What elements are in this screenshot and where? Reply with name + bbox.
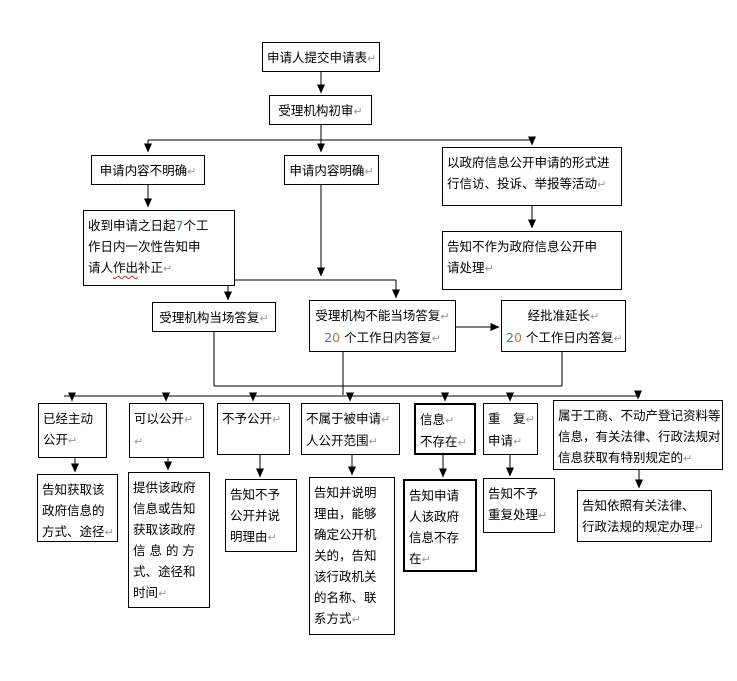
pilcrow-mark: ↵ <box>457 436 467 449</box>
pilcrow-mark: ↵ <box>484 262 494 275</box>
flow-box-initial-review: 受理机构初审↵ <box>269 95 372 125</box>
flow-box-tell-way-channel-text-0: 告知获取该政府信息的方式、途径↵ <box>42 482 114 539</box>
connector-clear-branch <box>224 185 400 301</box>
flow-box-provide-or-tell: 提供该政府信息或告知获取该政府信 息 的 方式、途径和时间↵ <box>128 472 210 608</box>
flow-box-repeat-request: 重 复↵ 申请↵ <box>483 403 538 455</box>
connector-bus-fan-arrows <box>68 390 642 402</box>
flow-box-approved-extend-20-days: 经批准延长↵ 20 个工作日内答复↵ <box>501 300 626 352</box>
pilcrow-mark: ↵ <box>68 434 78 447</box>
pilcrow-mark: ↵ <box>694 521 704 534</box>
pilcrow-mark: ↵ <box>367 52 377 65</box>
flow-box-reply-on-spot-text-0: 受理机构当场答复↵ <box>159 310 269 325</box>
pilcrow-mark: ↵ <box>364 165 374 178</box>
flow-box-tell-reason-and-organ: 告知并说明理由，能够确定公开机关的，告知该行政机关的名称、联系方式↵ <box>309 477 395 635</box>
flow-box-info-not-exist-text-1: 不存在↵ <box>420 434 467 449</box>
flow-box-content-clear-text-0: 申请内容明确↵ <box>289 163 374 178</box>
flow-box-tell-info-not-exist-text-0: 告知申请人该政府信息不存在↵ <box>409 488 460 566</box>
flow-box-tell-way-channel: 告知获取该政府信息的方式、途径↵ <box>37 474 118 542</box>
pilcrow-mark: ↵ <box>597 178 607 191</box>
pilcrow-mark: ↵ <box>440 310 450 323</box>
pilcrow-mark: ↵ <box>431 332 441 345</box>
flow-box-tell-no-repeat-handle: 告知不予重复处理↵ <box>483 478 555 533</box>
misspell-underline: 作出 <box>113 260 139 275</box>
flow-box-already-public: 已经主动公开↵ <box>38 403 107 458</box>
pilcrow-mark: ↵ <box>158 587 168 600</box>
flow-box-content-unclear: 申请内容不明确↵ <box>91 155 205 185</box>
pilcrow-mark: ↵ <box>513 435 523 448</box>
flow-box-repeat-request-text-1: 申请↵ <box>488 433 523 448</box>
flow-box-can-disclose-text-1: ↵ <box>134 430 199 452</box>
flow-box-not-treated-as-request: 告知不作为政府信息公开申请处理↵ <box>442 231 622 290</box>
flow-box-tell-reason-and-organ-text-0: 告知并说明理由，能够确定公开机关的，告知该行政机关的名称、联系方式↵ <box>314 485 377 626</box>
flow-box-can-disclose: 可以公开↵↵ <box>129 403 204 458</box>
pilcrow-mark: ↵ <box>613 332 623 345</box>
connector-review-branch <box>144 125 536 153</box>
flow-box-submit-application-text-0: 申请人提交申请表↵ <box>267 50 377 65</box>
pilcrow-mark: ↵ <box>525 413 535 426</box>
flow-box-approved-extend-20-days-text-1: 20 个工作日内答复↵ <box>506 330 623 345</box>
flow-box-tell-handle-by-law: 告知依照有关法律、行政法规的规定办理↵ <box>577 490 712 542</box>
flow-box-already-public-text-0: 已经主动公开↵ <box>43 411 94 447</box>
pilcrow-mark: ↵ <box>538 509 548 522</box>
flow-box-not-in-scope-text-0: 不属于被申请↵ <box>306 411 391 426</box>
pilcrow-mark: ↵ <box>134 435 144 448</box>
flow-box-tell-no-disclose-reason: 告知不予公开并说明理由↵ <box>225 479 297 552</box>
flow-box-no-disclose: 不予公开↵ <box>217 403 290 455</box>
flow-box-repeat-request-text-0: 重 复↵ <box>488 411 535 426</box>
flow-box-tell-handle-by-law-text-0: 告知依照有关法律、行政法规的规定办理↵ <box>582 498 704 534</box>
flow-box-tell-no-repeat-handle-text-0: 告知不予重复处理↵ <box>488 486 548 522</box>
flow-box-cannot-reply-20-days-text-1: 20 个工作日内答复↵ <box>324 330 441 345</box>
flow-box-cannot-reply-20-days: 受理机构不能当场答复↵ 20 个工作日内答复↵ <box>309 300 456 352</box>
flow-box-tell-no-disclose-reason-text-0: 告知不予公开并说明理由↵ <box>230 487 281 544</box>
flow-box-can-disclose-text-0: 可以公开↵ <box>134 411 194 426</box>
pilcrow-mark: ↵ <box>381 413 391 426</box>
pilcrow-mark: ↵ <box>272 413 282 426</box>
flow-box-provide-or-tell-text-0: 提供该政府信息或告知获取该政府信 息 的 方式、途径和时间↵ <box>133 480 196 600</box>
flow-box-notify-correction-text-0: 收到申请之日起7个工作日内一次性告知申请人作出补正↵ <box>88 218 209 275</box>
flow-box-not-in-scope: 不属于被申请↵ 人公开范围↵ <box>301 403 400 455</box>
pilcrow-mark: ↵ <box>184 413 194 426</box>
pilcrow-mark: ↵ <box>368 435 378 448</box>
flow-box-info-not-exist: 信息↵ 不存在↵ <box>414 403 476 455</box>
flow-box-special-regulation: 属于工商、不动产登记资料等信息，有关法律、行政法规对信息获取有特别规定的↵ <box>553 400 723 470</box>
flow-box-not-treated-as-request-text-0: 告知不作为政府信息公开申请处理↵ <box>447 239 598 275</box>
pilcrow-mark: ↵ <box>351 613 361 626</box>
pilcrow-mark: ↵ <box>590 310 600 323</box>
pilcrow-mark: ↵ <box>353 105 363 118</box>
pilcrow-mark: ↵ <box>187 165 197 178</box>
pilcrow-mark: ↵ <box>259 312 269 325</box>
flow-box-content-clear: 申请内容明确↵ <box>284 155 379 185</box>
flow-box-submit-application: 申请人提交申请表↵ <box>262 42 380 72</box>
flow-box-not-in-scope-text-1: 人公开范围↵ <box>306 433 378 448</box>
flow-box-notify-correction: 收到申请之日起7个工作日内一次性告知申请人作出补正↵ <box>83 210 235 286</box>
flow-box-info-not-exist-text-0: 信息↵ <box>420 412 455 427</box>
pilcrow-mark: ↵ <box>421 553 431 566</box>
pilcrow-mark: ↵ <box>267 531 277 544</box>
pilcrow-mark: ↵ <box>683 452 693 465</box>
flow-box-special-regulation-text-0: 属于工商、不动产登记资料等信息，有关法律、行政法规对信息获取有特别规定的↵ <box>558 408 721 465</box>
flow-box-content-unclear-text-0: 申请内容不明确↵ <box>99 163 197 178</box>
flow-box-initial-review-text-0: 受理机构初审↵ <box>278 103 363 118</box>
flow-box-cannot-reply-20-days-text-0: 受理机构不能当场答复↵ <box>315 308 450 323</box>
flow-box-reply-on-spot: 受理机构当场答复↵ <box>152 302 276 332</box>
flow-box-not-disclosure-form: 以政府信息公开申请的形式进行信访、投诉、举报等活动↵ <box>442 147 622 206</box>
flow-box-tell-info-not-exist: 告知申请人该政府信息不存在↵ <box>403 479 477 572</box>
flow-box-no-disclose-text-0: 不予公开↵ <box>222 411 282 426</box>
pilcrow-mark: ↵ <box>445 414 455 427</box>
connector-outcome-arrows <box>71 455 643 489</box>
pilcrow-mark: ↵ <box>163 262 173 275</box>
flow-box-not-disclosure-form-text-0: 以政府信息公开申请的形式进行信访、投诉、举报等活动↵ <box>447 155 610 191</box>
connector-reply-to-bus <box>213 332 563 396</box>
flow-box-approved-extend-20-days-text-0: 经批准延长↵ <box>527 308 600 323</box>
pilcrow-mark: ↵ <box>104 526 114 539</box>
